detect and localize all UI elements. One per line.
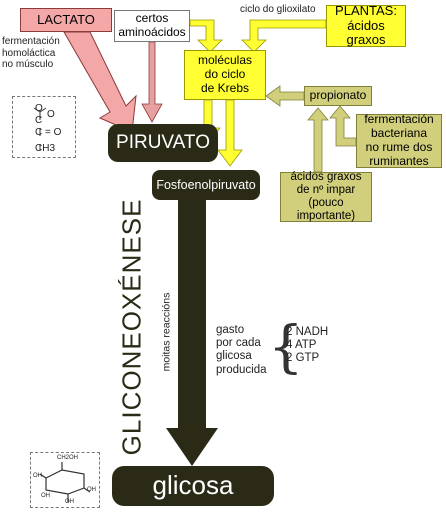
formula-o-top: O bbox=[35, 103, 43, 114]
plantas-box: PLANTAS: ácidos graxos bbox=[326, 3, 406, 47]
formula-o-side: O bbox=[47, 109, 55, 120]
glicosa-formula-box: CH2OH OH OH OH OH bbox=[30, 452, 100, 508]
moitas-reaccions-label: moitas reaccións bbox=[158, 272, 174, 392]
formula-ch2oh: CH2OH bbox=[57, 455, 79, 461]
fermentacion-bacteriana-box: fermentación bacteriana no rume dos rumi… bbox=[356, 113, 442, 168]
lactato-arrow bbox=[63, 31, 137, 133]
fermentacion-homolactica-label: fermentación homoláctica no músculo bbox=[2, 36, 60, 70]
aminoacidos-krebs-arrow bbox=[189, 19, 223, 53]
fermentacion-propionato-arrow bbox=[329, 105, 357, 147]
gluconeogenesis-label: GLICONEOXÉNESE bbox=[114, 199, 150, 456]
formula-oh-2: OH bbox=[87, 487, 96, 493]
piruvato-formula-box: O C O C = O CH3 bbox=[12, 96, 76, 158]
lactato-box: LACTATO bbox=[20, 8, 112, 32]
aminoacidos-box: certos aminoácidos bbox=[114, 10, 190, 42]
glucose-structure bbox=[39, 462, 91, 502]
formula-c-top: C bbox=[35, 115, 43, 126]
brace-symbol: { bbox=[268, 315, 304, 380]
plantas-krebs-arrow bbox=[241, 19, 327, 53]
piruvato-box: PIRUVATO bbox=[108, 124, 218, 162]
gasto-label: gasto por cada glicosa producida bbox=[216, 324, 267, 376]
krebs-down-arrow-2 bbox=[217, 99, 243, 167]
formula-oh-4: OH bbox=[41, 493, 50, 499]
pyruvate-structure bbox=[33, 107, 47, 150]
formula-co: C = O bbox=[35, 127, 62, 138]
formula-oh-1: OH bbox=[33, 473, 42, 479]
propionato-box: propionato bbox=[304, 86, 372, 106]
fosfoenolpiruvato-box: Fosfoenolpiruvato bbox=[152, 170, 260, 200]
gluconeogenesis-text: GLICONEOXÉNESE bbox=[116, 198, 147, 456]
propionato-krebs-arrow bbox=[265, 85, 305, 107]
aminoacidos-arrow bbox=[141, 41, 163, 123]
glicosa-box: glicosa bbox=[112, 466, 274, 506]
acidos-propionato-arrow bbox=[307, 107, 329, 173]
acidos-graxos-box: ácidos graxos de nº impar (pouco importa… bbox=[280, 171, 372, 222]
moitas-reaccions-text: moitas reaccións bbox=[159, 292, 172, 372]
ciclo-glioxilato-label: ciclo do glioxilato bbox=[240, 4, 316, 15]
krebs-box: moléculas do ciclo de Krebs bbox=[184, 50, 266, 100]
produtos-label: 2 NADH 4 ATP 2 GTP bbox=[286, 326, 329, 365]
formula-oh-3: OH bbox=[65, 499, 74, 505]
formula-ch3: CH3 bbox=[35, 143, 56, 154]
main-down-arrow bbox=[166, 200, 218, 466]
